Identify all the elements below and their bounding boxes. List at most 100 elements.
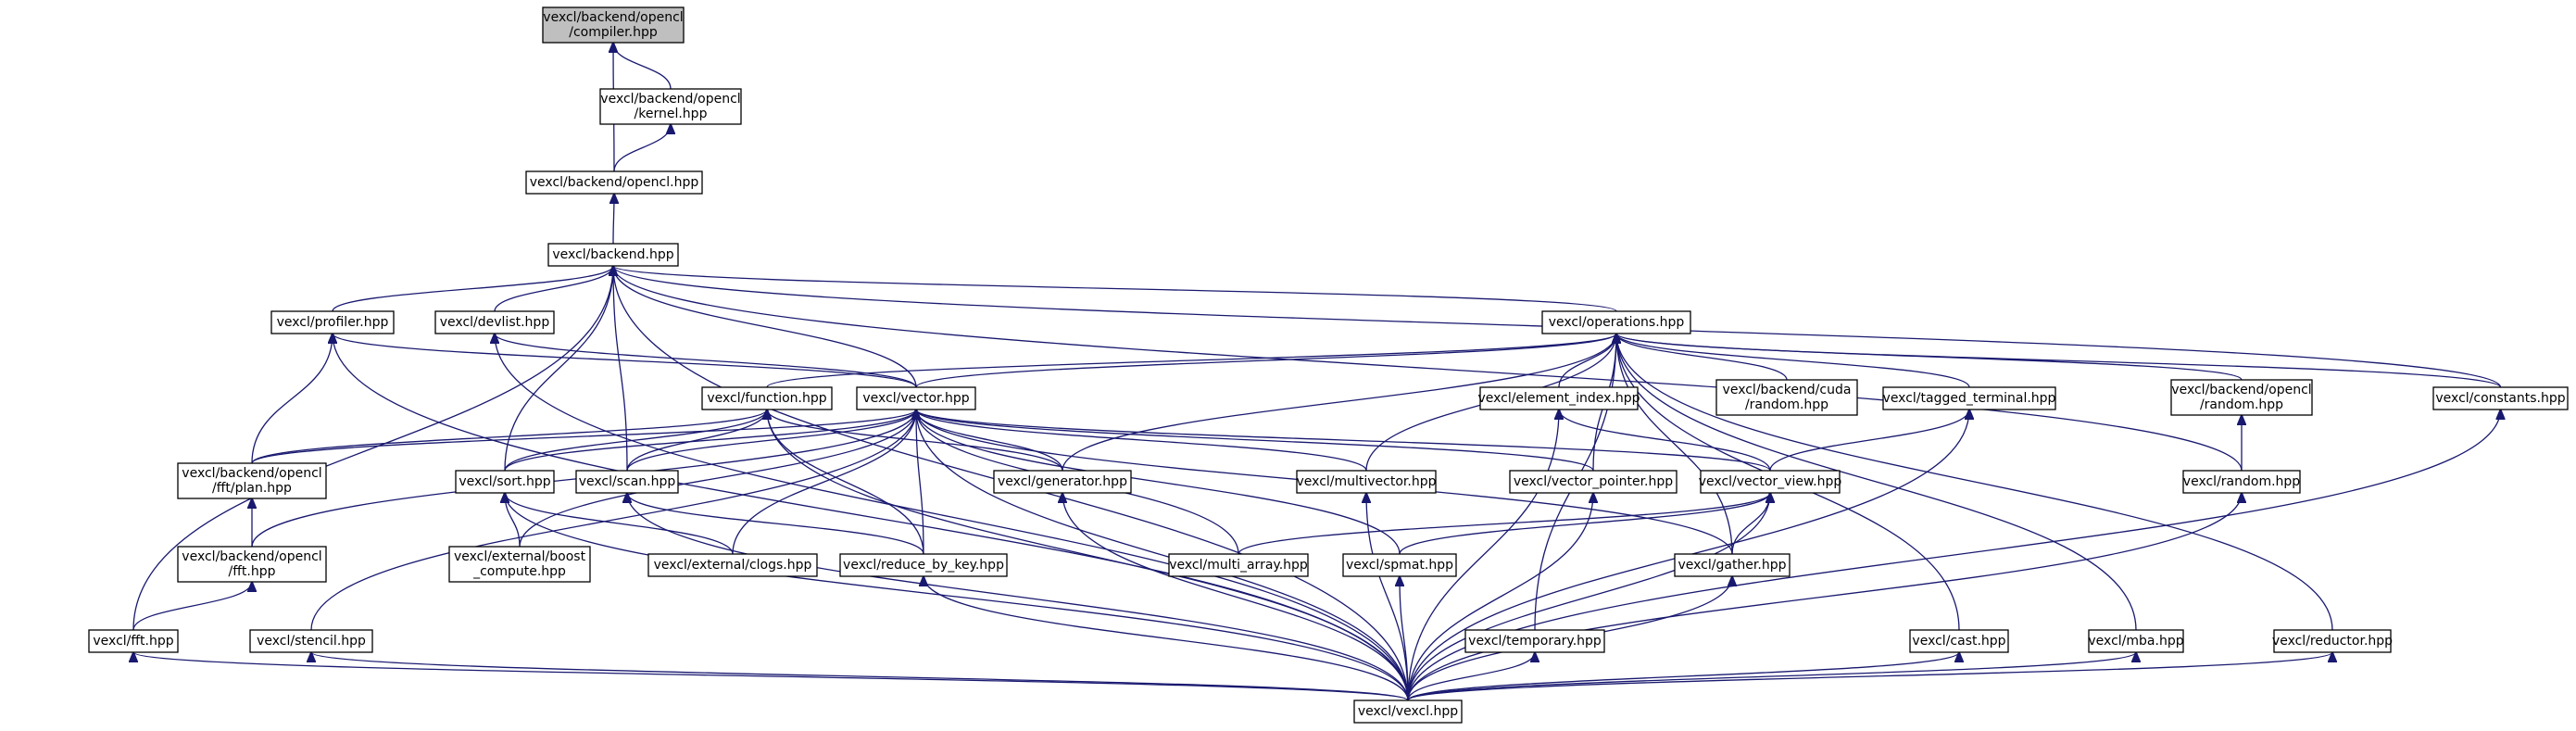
node-function[interactable]: vexcl/function.hpp <box>701 386 833 410</box>
node-cast[interactable]: vexcl/cast.hpp <box>1909 629 2009 653</box>
node-multivector[interactable]: vexcl/multivector.hpp <box>1296 470 1437 494</box>
node-label-cuda_random: /random.hpp <box>1745 397 1828 412</box>
node-box-vector <box>856 386 976 410</box>
node-label-mba: vexcl/mba.hpp <box>2088 634 2183 649</box>
edge-vexcl-to-scan <box>627 493 1409 701</box>
node-kernel[interactable]: vexcl/backend/opencl/kernel.hpp <box>599 88 742 125</box>
edge-scan-to-backend <box>613 266 628 472</box>
edge-clogs-to-sort <box>505 493 734 555</box>
edge-scan-to-function <box>626 410 767 472</box>
node-label-kernel: vexcl/backend/opencl <box>600 92 740 107</box>
node-box-kernel <box>599 88 742 125</box>
edge-vexcl-to-vector <box>916 410 1409 701</box>
node-box-fft_plan <box>177 462 327 499</box>
node-scan[interactable]: vexcl/scan.hpp <box>575 470 679 494</box>
node-temporary[interactable]: vexcl/temporary.hpp <box>1464 629 1605 653</box>
edge-sort-to-backend <box>504 266 613 472</box>
edge-vexcl-to-random <box>1407 493 2242 701</box>
node-label-opencl_fft: vexcl/backend/opencl <box>182 549 321 564</box>
edge-opencl-to-kernel <box>613 124 671 172</box>
edge-backend-to-opencl <box>613 194 614 245</box>
edge-vexcl-to-mba <box>1407 652 2136 701</box>
node-vector_view[interactable]: vexcl/vector_view.hpp <box>1699 470 1842 494</box>
node-generator[interactable]: vexcl/generator.hpp <box>993 470 1132 494</box>
node-clogs[interactable]: vexcl/external/clogs.hpp <box>647 553 818 577</box>
node-mba[interactable]: vexcl/mba.hpp <box>2088 629 2184 653</box>
node-sort[interactable]: vexcl/sort.hpp <box>455 470 555 494</box>
node-box-compiler <box>542 6 685 44</box>
node-label-compiler: vexcl/backend/opencl <box>543 10 683 25</box>
edge-vexcl-to-constants <box>1407 410 2501 701</box>
node-devlist[interactable]: vexcl/devlist.hpp <box>434 310 555 334</box>
edge-generator-to-operations <box>1062 334 1616 472</box>
node-opencl_random[interactable]: vexcl/backend/opencl/random.hpp <box>2170 379 2313 416</box>
node-vector[interactable]: vexcl/vector.hpp <box>856 386 976 410</box>
node-backend[interactable]: vexcl/backend.hpp <box>547 243 679 267</box>
node-label-gather: vexcl/gather.hpp <box>1678 558 1786 573</box>
node-operations[interactable]: vexcl/operations.hpp <box>1541 310 1691 334</box>
node-reduce_by_key[interactable]: vexcl/reduce_by_key.hpp <box>839 553 1008 577</box>
node-fft[interactable]: vexcl/fft.hpp <box>88 629 179 653</box>
node-label-multi_array: vexcl/multi_array.hpp <box>1169 558 1308 573</box>
edge-sort-to-function <box>504 410 767 472</box>
edge-reduce_by_key-to-scan <box>627 493 924 555</box>
node-label-reduce_by_key: vexcl/reduce_by_key.hpp <box>843 558 1004 573</box>
node-spmat[interactable]: vexcl/spmat.hpp <box>1342 553 1457 577</box>
node-box-cuda_random <box>1715 379 1858 416</box>
edge-cuda_random-to-operations <box>1616 334 1788 381</box>
node-label-fft_plan: vexcl/backend/opencl <box>182 466 321 481</box>
node-constants[interactable]: vexcl/constants.hpp <box>2432 386 2569 410</box>
node-tagged_terminal[interactable]: vexcl/tagged_terminal.hpp <box>1882 386 2056 410</box>
edge-multi_array-to-vector_view <box>1238 493 1770 555</box>
edge-mba-to-operations <box>1616 334 2137 631</box>
node-stencil[interactable]: vexcl/stencil.hpp <box>249 629 373 653</box>
edge-vexcl-to-cast <box>1407 652 1959 701</box>
node-label-temporary: vexcl/temporary.hpp <box>1468 634 1602 649</box>
node-label-sort: vexcl/sort.hpp <box>459 474 550 489</box>
node-vexcl[interactable]: vexcl/vexcl.hpp <box>1353 699 1463 724</box>
edge-vexcl-to-vector_view <box>1407 493 1770 701</box>
node-fft_plan[interactable]: vexcl/backend/opencl/fft/plan.hpp <box>177 462 327 499</box>
node-box-reduce_by_key <box>839 553 1008 577</box>
node-reductor[interactable]: vexcl/reductor.hpp <box>2272 629 2393 653</box>
node-profiler[interactable]: vexcl/profiler.hpp <box>270 310 395 334</box>
edge-reduce_by_key-to-vector <box>916 410 924 555</box>
node-label-cast: vexcl/cast.hpp <box>1912 634 2005 649</box>
node-random[interactable]: vexcl/random.hpp <box>2182 470 2301 494</box>
node-box-gather <box>1674 553 1791 577</box>
edge-vector_pointer-to-vector <box>916 410 1594 472</box>
node-boost_compute[interactable]: vexcl/external/boost_compute.hpp <box>448 546 591 583</box>
edge-tagged_terminal-to-operations <box>1616 334 1970 388</box>
edge-constants-to-operations <box>1616 334 2502 388</box>
edge-fft_plan-to-profiler <box>251 334 333 464</box>
node-vector_pointer[interactable]: vexcl/vector_pointer.hpp <box>1509 470 1678 494</box>
edge-random-to-backend <box>613 266 2243 472</box>
edge-vexcl-to-reduce_by_key <box>924 576 1409 701</box>
edge-multivector-to-vector <box>916 410 1367 472</box>
edge-vector-to-operations <box>915 334 1616 388</box>
node-box-opencl_fft <box>177 546 327 583</box>
edge-vector_view-to-tagged_terminal <box>1769 410 1969 472</box>
edge-vexcl-to-function <box>767 410 1409 701</box>
edge-vexcl-to-fft <box>133 652 1409 701</box>
node-multi_array[interactable]: vexcl/multi_array.hpp <box>1168 553 1309 577</box>
node-element_index[interactable]: vexcl/element_index.hpp <box>1477 386 1640 410</box>
node-label-constants: vexcl/constants.hpp <box>2435 391 2565 406</box>
edge-fft_plan-to-function <box>251 410 767 464</box>
node-gather[interactable]: vexcl/gather.hpp <box>1674 553 1791 577</box>
edge-operations-to-backend <box>613 266 1617 312</box>
edge-vexcl-to-temporary <box>1407 652 1535 701</box>
node-opencl[interactable]: vexcl/backend/opencl.hpp <box>525 170 703 195</box>
node-box-tagged_terminal <box>1882 386 2056 410</box>
node-label-cuda_random: vexcl/backend/cuda <box>1723 383 1852 397</box>
node-cuda_random[interactable]: vexcl/backend/cuda/random.hpp <box>1715 379 1858 416</box>
node-box-reductor <box>2273 629 2392 653</box>
edge-layer <box>133 43 2502 701</box>
node-opencl_fft[interactable]: vexcl/backend/opencl/fft.hpp <box>177 546 327 583</box>
node-box-boost_compute <box>448 546 591 583</box>
edge-vexcl-to-sort <box>505 493 1409 701</box>
node-label-tagged_terminal: vexcl/tagged_terminal.hpp <box>1883 391 2056 406</box>
node-label-boost_compute: _compute.hpp <box>472 564 566 579</box>
node-box-opencl <box>525 170 703 195</box>
node-box-profiler <box>270 310 395 334</box>
